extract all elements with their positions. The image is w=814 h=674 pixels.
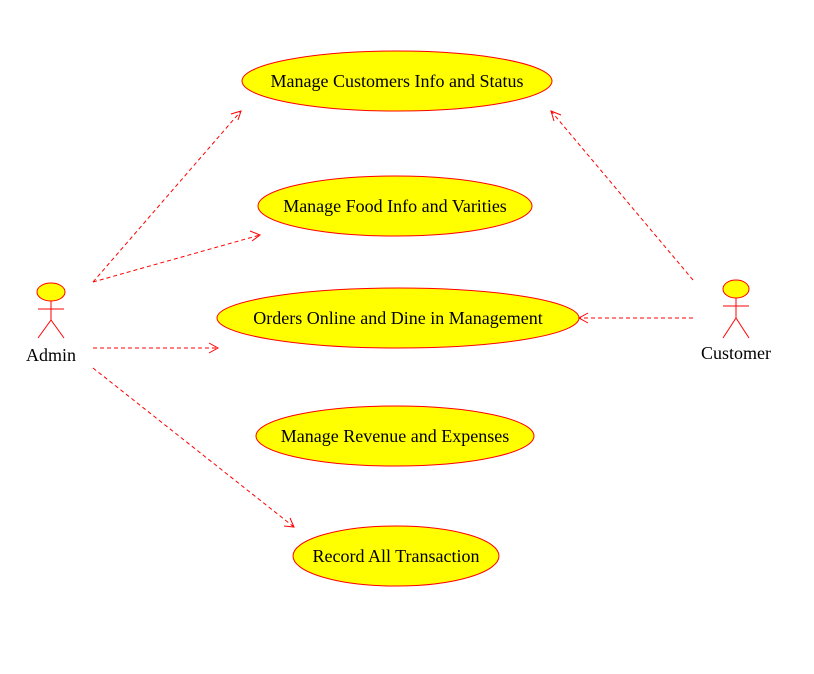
use-case-food-info: Manage Food Info and Varities [257,175,533,237]
use-case-orders: Orders Online and Dine in Management [216,287,580,349]
use-case-label: Manage Revenue and Expenses [281,426,509,446]
use-case-label: Manage Food Info and Varities [283,196,507,216]
actor-label: Admin [26,345,76,365]
association-customer-customers-info [550,110,694,281]
association-admin-orders [93,342,220,354]
use-case-transactions: Record All Transaction [292,525,500,587]
use-case-label: Record All Transaction [313,546,480,566]
use-case-revenue: Manage Revenue and Expenses [255,405,535,467]
actor-label: Customer [701,343,771,363]
association-admin-food-info [92,230,262,283]
actor-customer: Customer [701,279,771,363]
use-case-customers-info: Manage Customers Info and Status [241,50,553,112]
stick-figure-icon [722,279,750,339]
stick-figure-icon [36,282,66,339]
use-case-label: Manage Customers Info and Status [271,71,524,91]
association-admin-customers-info [92,110,242,283]
use-case-label: Orders Online and Dine in Management [253,308,542,328]
association-admin-transactions [92,367,295,528]
association-customer-orders [577,312,693,324]
actor-admin: Admin [26,282,76,365]
